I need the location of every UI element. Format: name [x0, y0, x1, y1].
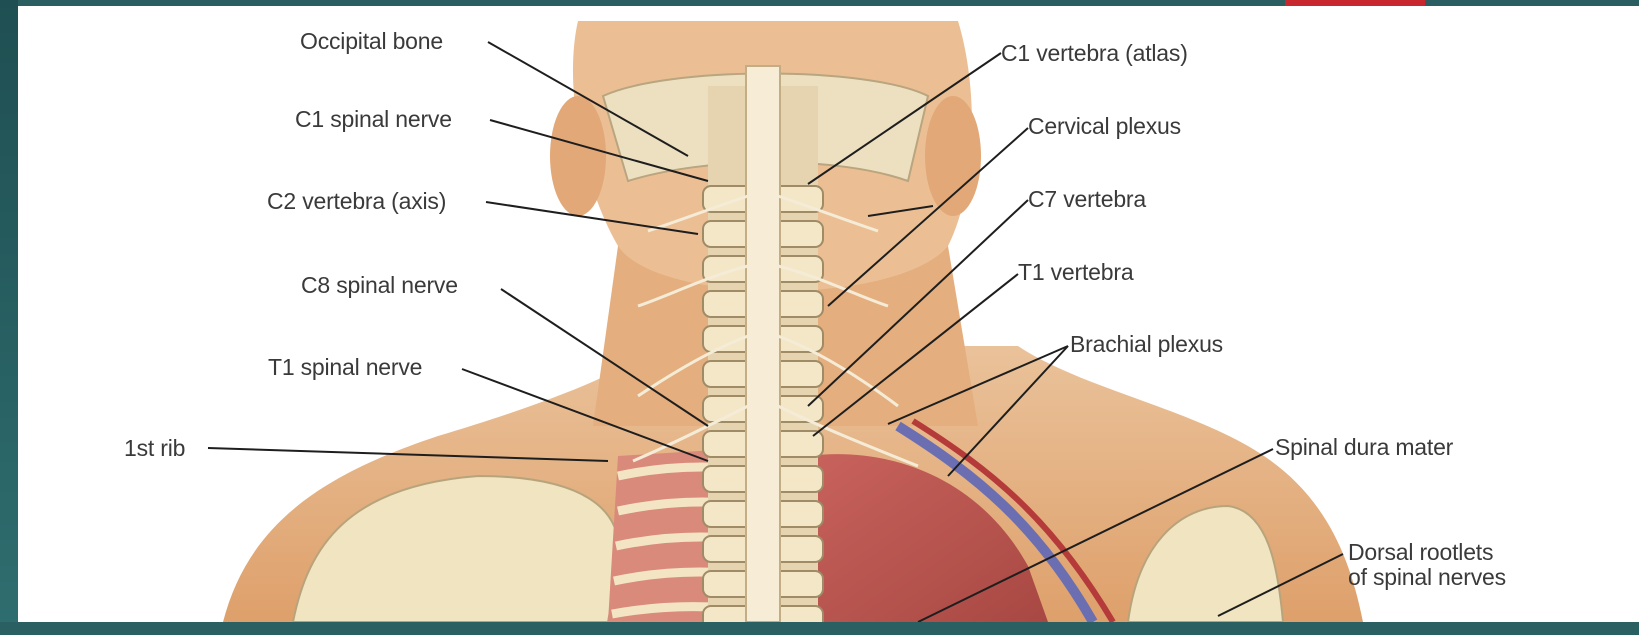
label-c1-vertebra: C1 vertebra (atlas) [1001, 41, 1188, 65]
anatomy-figure: Occipital bone C1 spinal nerve C2 verteb… [18, 6, 1639, 622]
label-c7-vertebra: C7 vertebra [1028, 187, 1146, 211]
anatomy-illustration [18, 6, 1639, 622]
slide-frame-bottom [0, 622, 1639, 635]
label-brachial-plexus: Brachial plexus [1070, 332, 1223, 356]
slide-frame-left [0, 0, 18, 635]
label-dorsal-rootlets-line1: Dorsal rootlets [1348, 540, 1493, 564]
label-cervical-plexus: Cervical plexus [1028, 114, 1181, 138]
label-t1-spinal-nerve: T1 spinal nerve [268, 355, 422, 379]
label-c2-vertebra: C2 vertebra (axis) [267, 189, 446, 213]
label-spinal-dura-mater: Spinal dura mater [1275, 435, 1453, 459]
label-c1-spinal-nerve: C1 spinal nerve [295, 107, 452, 131]
label-dorsal-rootlets-line2: of spinal nerves [1348, 565, 1506, 589]
left-ear-shape [550, 96, 606, 216]
label-first-rib: 1st rib [124, 436, 185, 460]
label-t1-vertebra: T1 vertebra [1018, 260, 1133, 284]
right-ear-shape [925, 96, 981, 216]
label-c8-spinal-nerve: C8 spinal nerve [301, 273, 458, 297]
label-occipital-bone: Occipital bone [300, 29, 443, 53]
spinal-cord [746, 66, 780, 622]
